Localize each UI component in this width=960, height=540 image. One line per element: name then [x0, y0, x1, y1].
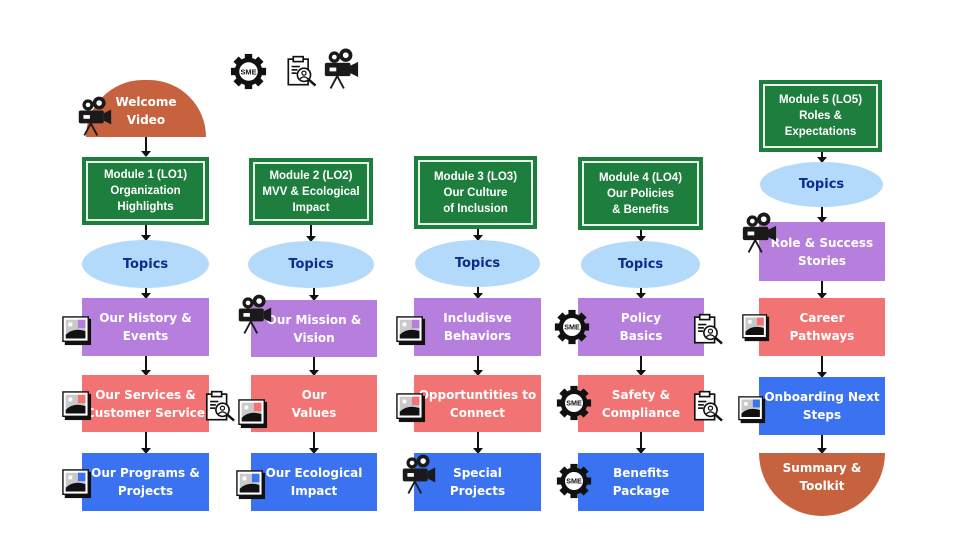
legend-sme-gear-icon: [230, 53, 267, 90]
connector-arrow: [141, 137, 151, 157]
module-5-topic-3[interactable]: Onboarding Next Steps: [759, 377, 885, 435]
module-1-topics[interactable]: Topics: [82, 240, 209, 288]
module-2-topic-1[interactable]: Our Mission & Vision: [251, 300, 377, 357]
module-5-title: Module 5 (LO5) Roles & Expectations: [763, 84, 878, 148]
image-icon: [62, 390, 92, 422]
image-icon: [742, 313, 770, 343]
connector-arrow: [817, 356, 827, 378]
module-5-topic-2[interactable]: Career Pathways: [759, 298, 885, 356]
module-2-header[interactable]: Module 2 (LO2) MVV & Ecological Impact: [249, 158, 373, 225]
clipboard-review-icon: [691, 390, 725, 423]
module-1-topic-3[interactable]: Our Programs & Projects: [82, 453, 209, 511]
module-4-topic-3[interactable]: Benefits Package: [578, 453, 704, 511]
image-icon: [396, 392, 426, 424]
connector-arrow: [636, 356, 646, 376]
module-3-topic-1[interactable]: Includisve Behaviors: [414, 298, 541, 356]
clipboard-review-icon: [691, 313, 725, 346]
connector-arrow: [306, 225, 316, 242]
summary-toolkit-label: Summary & Toolkit: [782, 461, 862, 493]
connector-arrow: [817, 281, 827, 299]
module-4-topics[interactable]: Topics: [581, 241, 700, 288]
clipboard-review-icon: [203, 390, 237, 423]
module-3-topic-3[interactable]: Special Projects: [414, 453, 541, 511]
sme-gear-icon: [554, 309, 590, 345]
module-1-title: Module 1 (LO1) Organization Highlights: [86, 161, 205, 221]
module-3-header[interactable]: Module 3 (LO3) Our Culture of Inclusion: [414, 156, 537, 229]
module-3-title: Module 3 (LO3) Our Culture of Inclusion: [418, 160, 533, 225]
image-icon: [238, 398, 268, 430]
connector-arrow: [473, 229, 483, 241]
module-1-topic-1[interactable]: Our History & Events: [82, 298, 209, 356]
connector-arrow: [636, 432, 646, 454]
module-2-topic-2[interactable]: Our Values: [251, 375, 377, 432]
connector-arrow: [309, 357, 319, 376]
module-3-topics[interactable]: Topics: [415, 240, 540, 287]
module-5-topic-1[interactable]: Role & Success Stories: [759, 222, 885, 281]
connector-arrow: [473, 356, 483, 376]
connector-arrow: [473, 432, 483, 454]
connector-arrow: [817, 207, 827, 223]
legend-video-camera-icon: [322, 47, 360, 90]
welcome-video-label: Welcome Video: [115, 95, 177, 127]
image-icon: [738, 395, 766, 425]
module-5-topics[interactable]: Topics: [760, 162, 883, 207]
module-3-topic-2[interactable]: Opportuntities to Connect: [414, 375, 541, 432]
connector-arrow: [141, 288, 151, 299]
video-camera-icon: [400, 453, 437, 495]
connector-arrow: [309, 432, 319, 454]
module-4-topic-1[interactable]: Policy Basics: [578, 298, 704, 356]
connector-arrow: [473, 287, 483, 299]
module-2-topic-3[interactable]: Our Ecological Impact: [251, 453, 377, 511]
image-icon: [396, 315, 426, 347]
video-camera-icon: [76, 95, 113, 137]
connector-arrow: [817, 435, 827, 454]
module-4-topic-2[interactable]: Safety & Compliance: [578, 375, 704, 432]
module-4-header[interactable]: Module 4 (LO4) Our Policies & Benefits: [578, 157, 703, 230]
connector-arrow: [141, 356, 151, 376]
video-camera-icon: [740, 211, 778, 254]
image-icon: [236, 469, 266, 501]
legend-clipboard-review-icon: [284, 55, 319, 88]
image-icon: [62, 468, 92, 500]
connector-arrow: [636, 230, 646, 242]
module-2-title: Module 2 (LO2) MVV & Ecological Impact: [253, 162, 369, 221]
summary-toolkit-node[interactable]: Summary & Toolkit: [759, 453, 885, 516]
module-1-header[interactable]: Module 1 (LO1) Organization Highlights: [82, 157, 209, 225]
sme-gear-icon: [556, 385, 592, 421]
module-5-header[interactable]: Module 5 (LO5) Roles & Expectations: [759, 80, 882, 152]
image-icon: [62, 315, 92, 347]
video-camera-icon: [236, 293, 273, 335]
connector-arrow: [141, 432, 151, 454]
module-2-topics[interactable]: Topics: [248, 241, 374, 288]
sme-gear-icon: [556, 463, 592, 499]
connector-arrow: [309, 288, 319, 301]
connector-arrow: [636, 288, 646, 299]
connector-arrow: [817, 152, 827, 163]
module-1-topic-2[interactable]: Our Services & Customer Service: [82, 375, 209, 432]
connector-arrow: [141, 225, 151, 241]
module-4-title: Module 4 (LO4) Our Policies & Benefits: [582, 161, 699, 226]
